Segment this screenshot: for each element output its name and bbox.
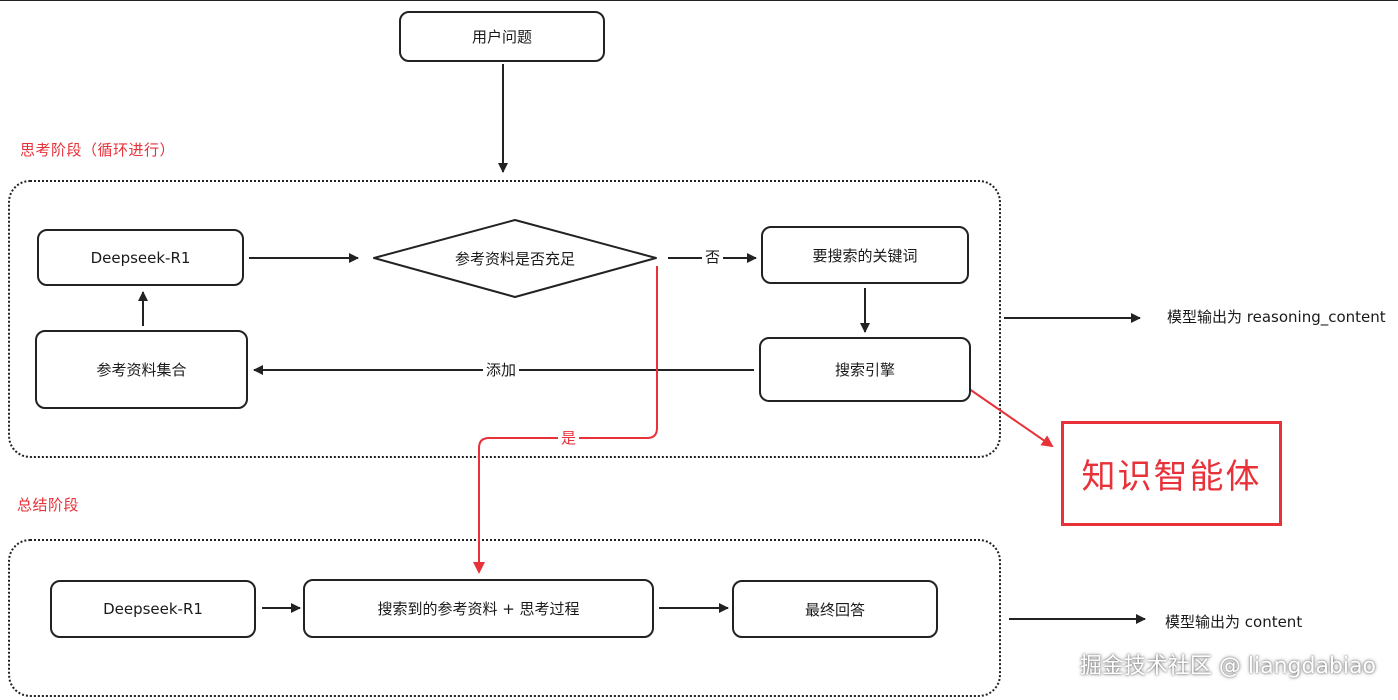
search-engine-node: 搜索引擎 [759,337,971,402]
thinking-stage-container [8,180,1001,458]
reference-set-node: 参考资料集合 [35,330,248,409]
user-question-node: 用户问题 [399,11,605,62]
edge-yes-red [473,266,658,574]
edge-label-add: 添加 [483,361,520,379]
callout-arrow [961,383,1054,448]
knowledge-agent-callout: 知识智能体 [1061,421,1282,526]
thinking-stage-label: 思考阶段（循环进行） [20,141,176,159]
deepseek-r1-thinking-node: Deepseek-R1 [37,229,244,286]
summary-stage-label: 总结阶段 [17,496,80,514]
watermark: 掘金技术社区 @ liangdabiao [1079,654,1376,679]
summary-output-label: 模型输出为 content [1165,613,1303,631]
search-keywords-node: 要搜索的关键词 [761,226,969,284]
decision-diamond [373,219,657,298]
summary-stage-container [8,539,1001,697]
decision-label: 参考资料是否充足 [454,249,575,268]
edge-label-yes: 是 [558,429,580,447]
top-border-line [0,0,1398,1]
deepseek-r1-summary-node: Deepseek-R1 [50,580,256,638]
searched-references-node: 搜索到的参考资料 + 思考过程 [303,579,654,638]
final-answer-node: 最终回答 [732,580,938,638]
thinking-output-label: 模型输出为 reasoning_content [1167,308,1386,326]
edge-label-no: 否 [702,248,724,266]
